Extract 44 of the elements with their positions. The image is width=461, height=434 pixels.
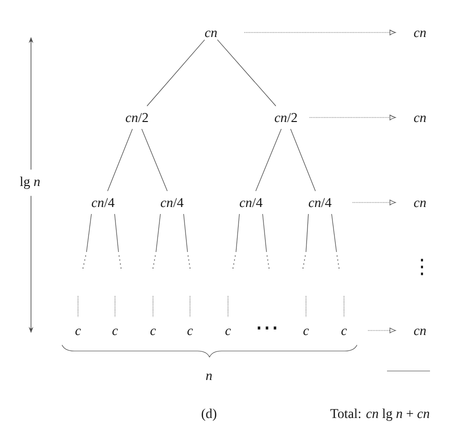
- tree-branch: [114, 214, 119, 252]
- dimension-label: lg n: [18, 170, 42, 196]
- leaf-cost: c: [303, 328, 309, 336]
- cost-term: cn: [205, 30, 217, 38]
- leaf-cost: c: [112, 328, 118, 336]
- leaf-cost: c: [75, 328, 81, 336]
- tree-branch: [331, 214, 337, 252]
- cost-term: cn/4: [92, 198, 114, 208]
- tree-branch: [217, 39, 276, 106]
- leaf-cost: c: [187, 328, 193, 336]
- level-sum: cn: [414, 200, 426, 208]
- cost-term: cn/2: [274, 113, 297, 122]
- cost-term: cn/4: [308, 198, 332, 208]
- total-label: Total: cn lg n + cn: [330, 408, 430, 421]
- tree-branch: [236, 214, 240, 252]
- cost-term: cn/4: [160, 198, 184, 208]
- level-sum: cn: [414, 30, 426, 38]
- dotted-arrow: [352, 200, 396, 206]
- dotted-arrow: [309, 114, 396, 120]
- dotted-arrow: [244, 30, 396, 36]
- tree-branch: [141, 128, 168, 192]
- tree-branch: [262, 214, 267, 252]
- leaf-cost: c: [150, 328, 156, 336]
- dotted-line: [114, 296, 116, 318]
- leaf-cost: c: [341, 328, 347, 336]
- brace-label: n: [206, 374, 212, 380]
- level-sum: cn: [414, 328, 426, 336]
- ellipsis: ⋯: [258, 326, 276, 330]
- tree-branch: [146, 40, 205, 106]
- tree-branch: [183, 214, 188, 252]
- caption: (d): [202, 408, 216, 421]
- level-sum: cn: [414, 116, 426, 122]
- tree-branch: [290, 128, 316, 192]
- cost-term: cn/4: [240, 198, 262, 208]
- tree-branch: [255, 128, 282, 192]
- tree-branch: [156, 214, 161, 252]
- tree-branch: [306, 214, 309, 252]
- tree-branch: [86, 214, 92, 252]
- dotted-line: [152, 296, 154, 318]
- dotted-arrow: [368, 328, 396, 334]
- ellipsis: ⋮: [420, 258, 424, 276]
- leaf-cost: c: [225, 328, 231, 336]
- cost-term: cn/2: [126, 113, 148, 122]
- tree-branch: [107, 128, 133, 192]
